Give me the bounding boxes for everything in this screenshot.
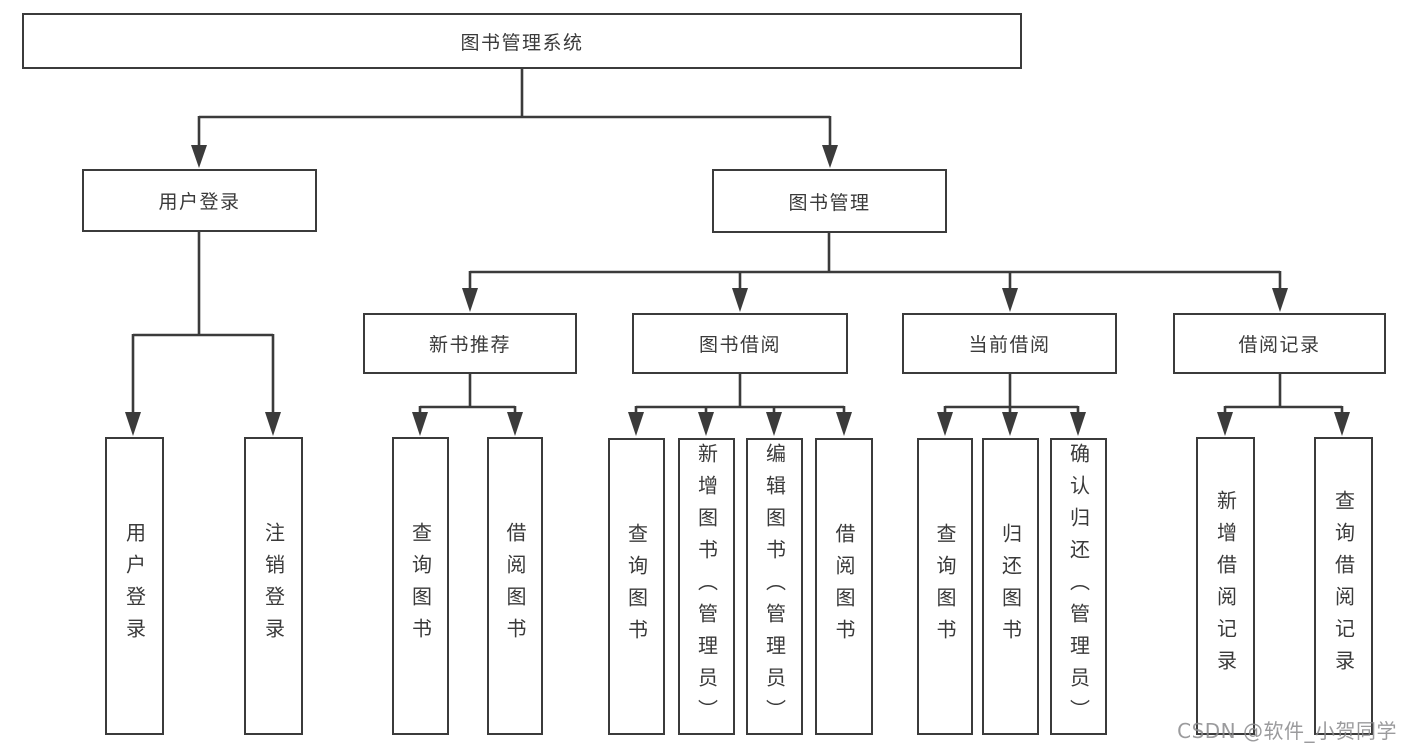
node-book-borrowing: 图书借阅 xyxy=(632,313,848,374)
node-label: 归还图书 xyxy=(998,522,1023,651)
node-label: 新增图书（管理员） xyxy=(694,442,719,731)
watermark: CSDN @软件_小贺同学 xyxy=(1177,719,1397,743)
node-label: 图书管理系统 xyxy=(460,31,584,54)
node-label: 新增借阅记录 xyxy=(1213,490,1238,682)
leaf-borrowing-borrow-books: 借阅图书 xyxy=(815,438,873,735)
node-current-borrowing: 当前借阅 xyxy=(902,313,1117,374)
node-borrowing-records: 借阅记录 xyxy=(1173,313,1386,374)
node-label: 查询借阅记录 xyxy=(1331,490,1356,682)
node-label: 图书管理 xyxy=(788,191,871,214)
node-user-login: 用户登录 xyxy=(82,169,317,232)
node-root: 图书管理系统 xyxy=(22,13,1022,69)
leaf-borrowing-add-books-admin: 新增图书（管理员） xyxy=(678,438,735,735)
leaf-records-add-record: 新增借阅记录 xyxy=(1196,437,1255,735)
arrowhead xyxy=(191,145,207,168)
arrowhead xyxy=(822,145,838,168)
node-label: 查询图书 xyxy=(624,522,649,651)
node-label: 图书借阅 xyxy=(698,334,781,356)
leaf-newbook-borrow-books: 借阅图书 xyxy=(487,437,543,735)
node-label: 借阅记录 xyxy=(1238,334,1321,356)
leaf-current-confirm-return-admin: 确认归还（管理员） xyxy=(1050,438,1107,735)
leaf-current-query-books: 查询图书 xyxy=(917,438,973,735)
leaf-borrowing-edit-books-admin: 编辑图书（管理员） xyxy=(746,438,803,735)
node-label: 注销登录 xyxy=(261,522,286,650)
node-label: 借阅图书 xyxy=(832,522,856,651)
node-label: 新书推荐 xyxy=(428,334,511,356)
leaf-current-return-books: 归还图书 xyxy=(982,438,1039,735)
node-label: 查询图书 xyxy=(408,522,433,650)
leaf-newbook-query-books: 查询图书 xyxy=(392,437,449,735)
node-label: 当前借阅 xyxy=(968,334,1051,356)
node-label: 查询图书 xyxy=(933,522,957,651)
node-label: 编辑图书（管理员） xyxy=(762,442,787,731)
node-book-management: 图书管理 xyxy=(712,169,947,233)
leaf-user-login: 用户登录 xyxy=(105,437,164,735)
node-label: 确认归还（管理员） xyxy=(1066,442,1091,731)
node-new-book-recommend: 新书推荐 xyxy=(363,313,577,374)
leaf-borrowing-query-books: 查询图书 xyxy=(608,438,665,735)
node-label: 用户登录 xyxy=(122,522,147,650)
leaf-logout: 注销登录 xyxy=(244,437,303,735)
node-label: 借阅图书 xyxy=(503,522,527,650)
leaf-records-query-record: 查询借阅记录 xyxy=(1314,437,1373,735)
node-label: 用户登录 xyxy=(158,191,241,213)
